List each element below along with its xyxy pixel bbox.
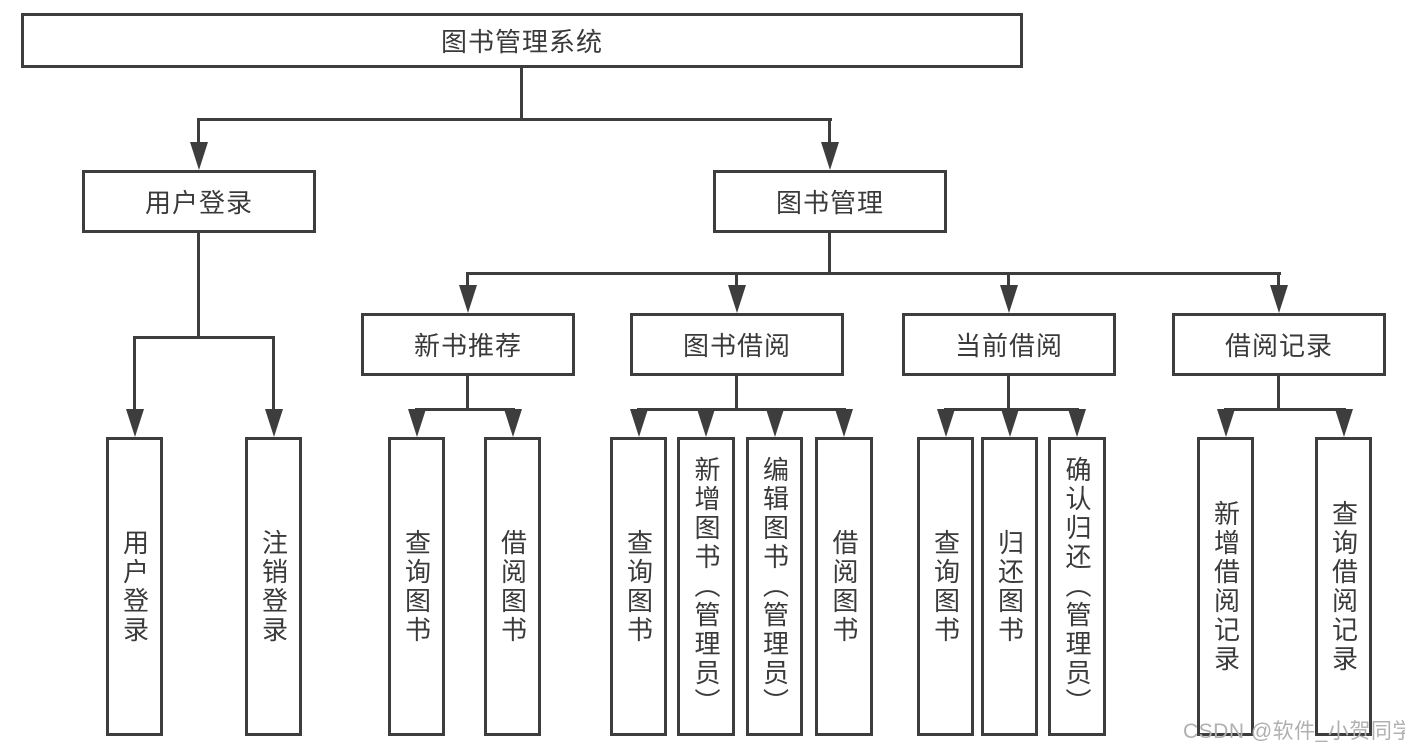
connector-mgmt-arrowhead-4 — [1270, 285, 1288, 313]
leaf-user-login: 用户登录 — [106, 437, 163, 736]
connector-mgmt-arrowhead-2 — [728, 285, 746, 313]
connector-borrowing-arrowhead-4 — [835, 409, 853, 437]
node-new-book-recommend: 新书推荐 — [361, 313, 575, 376]
connector-login-bar — [133, 336, 275, 339]
connector-root-stem — [520, 68, 523, 118]
leaf-confirm-return-admin: 确认归还（管理员） — [1048, 437, 1106, 736]
connector-login-drop-1 — [133, 336, 136, 412]
leaf-borrow-books-borrowing: 借阅图书 — [815, 437, 873, 736]
connector-current-stem — [1007, 376, 1010, 411]
connector-mgmt-drop-2 — [735, 272, 738, 287]
connector-records-stem — [1277, 376, 1280, 411]
connector-recommend-bar — [415, 408, 515, 411]
leaf-logout: 注销登录 — [245, 437, 302, 736]
connector-records-bar — [1224, 408, 1346, 411]
connector-records-arrowhead-1 — [1217, 409, 1235, 437]
connector-root-arrowhead-right — [821, 142, 839, 170]
leaf-return-books: 归还图书 — [981, 437, 1038, 736]
node-current-borrowing: 当前借阅 — [902, 313, 1116, 376]
leaf-query-books-recommend: 查询图书 — [388, 437, 445, 736]
connector-root-drop-left — [197, 118, 200, 146]
connector-current-arrowhead-3 — [1068, 409, 1086, 437]
node-book-management: 图书管理 — [713, 170, 947, 233]
watermark: CSDN @软件_小贺同学 — [1183, 720, 1405, 743]
connector-borrowing-bar — [637, 408, 846, 411]
connector-borrowing-arrowhead-3 — [766, 409, 784, 437]
connector-root-arrowhead-left — [190, 142, 208, 170]
connector-recommend-arrowhead-1 — [408, 409, 426, 437]
leaf-borrow-books-recommend: 借阅图书 — [484, 437, 541, 736]
connector-mgmt-drop-3 — [1007, 272, 1010, 287]
leaf-query-borrow-record: 查询借阅记录 — [1315, 437, 1372, 736]
connector-login-drop-2 — [272, 336, 275, 412]
connector-login-arrowhead-1 — [126, 409, 144, 437]
connector-mgmt-drop-4 — [1277, 272, 1280, 287]
leaf-edit-books-admin: 编辑图书（管理员） — [746, 437, 803, 736]
node-user-login: 用户登录 — [82, 170, 316, 233]
connector-mgmt-arrowhead-1 — [459, 285, 477, 313]
connector-borrowing-stem — [735, 376, 738, 411]
connector-login-stem — [197, 233, 200, 339]
leaf-query-books-borrowing: 查询图书 — [610, 437, 667, 736]
connector-current-arrowhead-1 — [937, 409, 955, 437]
node-book-borrowing: 图书借阅 — [630, 313, 844, 376]
connector-borrowing-arrowhead-1 — [630, 409, 648, 437]
connector-mgmt-drop-1 — [466, 272, 469, 287]
connector-borrowing-arrowhead-2 — [697, 409, 715, 437]
leaf-add-books-admin: 新增图书（管理员） — [677, 437, 735, 736]
connector-root-bar — [197, 118, 832, 121]
leaf-query-books-current: 查询图书 — [917, 437, 974, 736]
leaf-add-borrow-record: 新增借阅记录 — [1197, 437, 1254, 736]
node-library-system: 图书管理系统 — [21, 13, 1023, 68]
connector-recommend-stem — [466, 376, 469, 411]
connector-mgmt-arrowhead-3 — [1000, 285, 1018, 313]
connector-records-arrowhead-2 — [1335, 409, 1353, 437]
node-borrowing-records: 借阅记录 — [1172, 313, 1386, 376]
connector-root-drop-right — [828, 118, 831, 146]
connector-mgmt-bar — [466, 272, 1281, 275]
connector-current-arrowhead-2 — [1001, 409, 1019, 437]
connector-login-arrowhead-2 — [265, 409, 283, 437]
connector-mgmt-stem — [828, 233, 831, 275]
connector-recommend-arrowhead-2 — [504, 409, 522, 437]
